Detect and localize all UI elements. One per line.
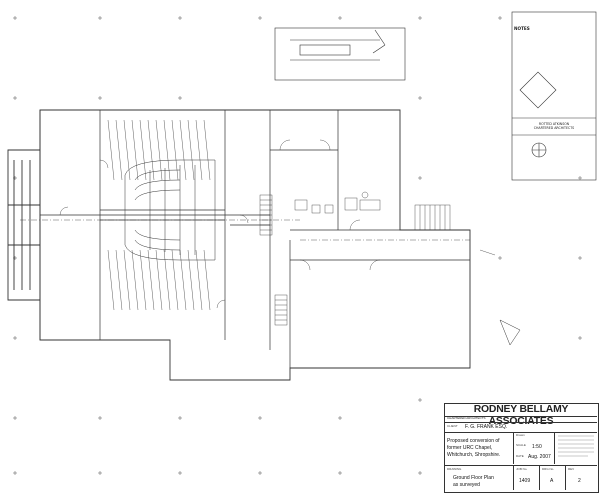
notes-heading: NOTES bbox=[514, 26, 530, 31]
doors bbox=[59, 139, 381, 309]
drg-no-cell: DRG No. A bbox=[539, 466, 566, 490]
client-label: CLIENT bbox=[447, 424, 458, 428]
scale-label: SCALE bbox=[516, 443, 526, 447]
internal-walls bbox=[40, 110, 470, 368]
grid-markers bbox=[13, 16, 582, 475]
drg-no-value: A bbox=[550, 478, 554, 484]
copyright-lines bbox=[558, 435, 594, 457]
stairs bbox=[259, 194, 451, 326]
basement-detail bbox=[274, 27, 406, 81]
job-no-value: 1409 bbox=[519, 478, 531, 484]
project-line-1: Proposed conversion of bbox=[447, 438, 500, 444]
pews bbox=[107, 119, 211, 311]
project-description: Proposed conversion of former URC Chapel… bbox=[445, 432, 514, 464]
copyright-note bbox=[555, 432, 597, 464]
central-seating bbox=[124, 159, 216, 261]
scale-value: 1:50 bbox=[532, 444, 542, 450]
architect-stamp: ROTTED ATKINSON CHARTERED ARCHITECTS bbox=[514, 122, 594, 134]
meta-column: Drawn SCALE 1:50 DATE Aug. 2007 bbox=[514, 432, 555, 464]
chapel-outline bbox=[7, 109, 471, 381]
firm-name-text: RODNEY BELLAMY ASSOCIATES bbox=[473, 404, 569, 427]
rev-cell: REV 2 bbox=[565, 466, 597, 490]
job-no-cell: JOB No. 1409 bbox=[513, 466, 540, 490]
client-value: F. G. FRANK ESQ. bbox=[465, 424, 508, 430]
stamp-qualification: CHARTERED ARCHITECTS bbox=[533, 126, 575, 130]
drawing-label: DRAWING bbox=[447, 467, 462, 471]
job-no-label: JOB No. bbox=[516, 467, 528, 471]
drawing-row: DRAWING Ground Floor Plan as surveyed JO… bbox=[445, 465, 597, 491]
date-value: Aug. 2007 bbox=[528, 454, 551, 460]
project-line-3: Whitchurch, Shropshire. bbox=[447, 452, 501, 458]
fixtures bbox=[294, 191, 381, 214]
firm-tagline: CHARTERED ARCHITECTS bbox=[447, 416, 486, 420]
drg-no-label: DRG No. bbox=[542, 467, 555, 471]
drawing-line-1: Ground Floor Plan bbox=[453, 475, 494, 481]
client-row: CLIENT F. G. FRANK ESQ. bbox=[445, 422, 597, 433]
drawn-label: Drawn bbox=[516, 433, 525, 437]
notes-panel bbox=[511, 11, 597, 181]
rev-label: REV bbox=[568, 467, 575, 471]
date-label: DATE bbox=[516, 454, 524, 458]
stamp-company: ROTTED ATKINSON bbox=[538, 122, 570, 126]
project-line-2: former URC Chapel, bbox=[447, 445, 493, 451]
firm-name: RODNEY BELLAMY ASSOCIATES bbox=[445, 404, 597, 427]
notes-heading-box: NOTES bbox=[514, 14, 594, 31]
rev-value: 2 bbox=[578, 478, 581, 484]
drawing-line-2: as surveyed bbox=[453, 482, 480, 488]
